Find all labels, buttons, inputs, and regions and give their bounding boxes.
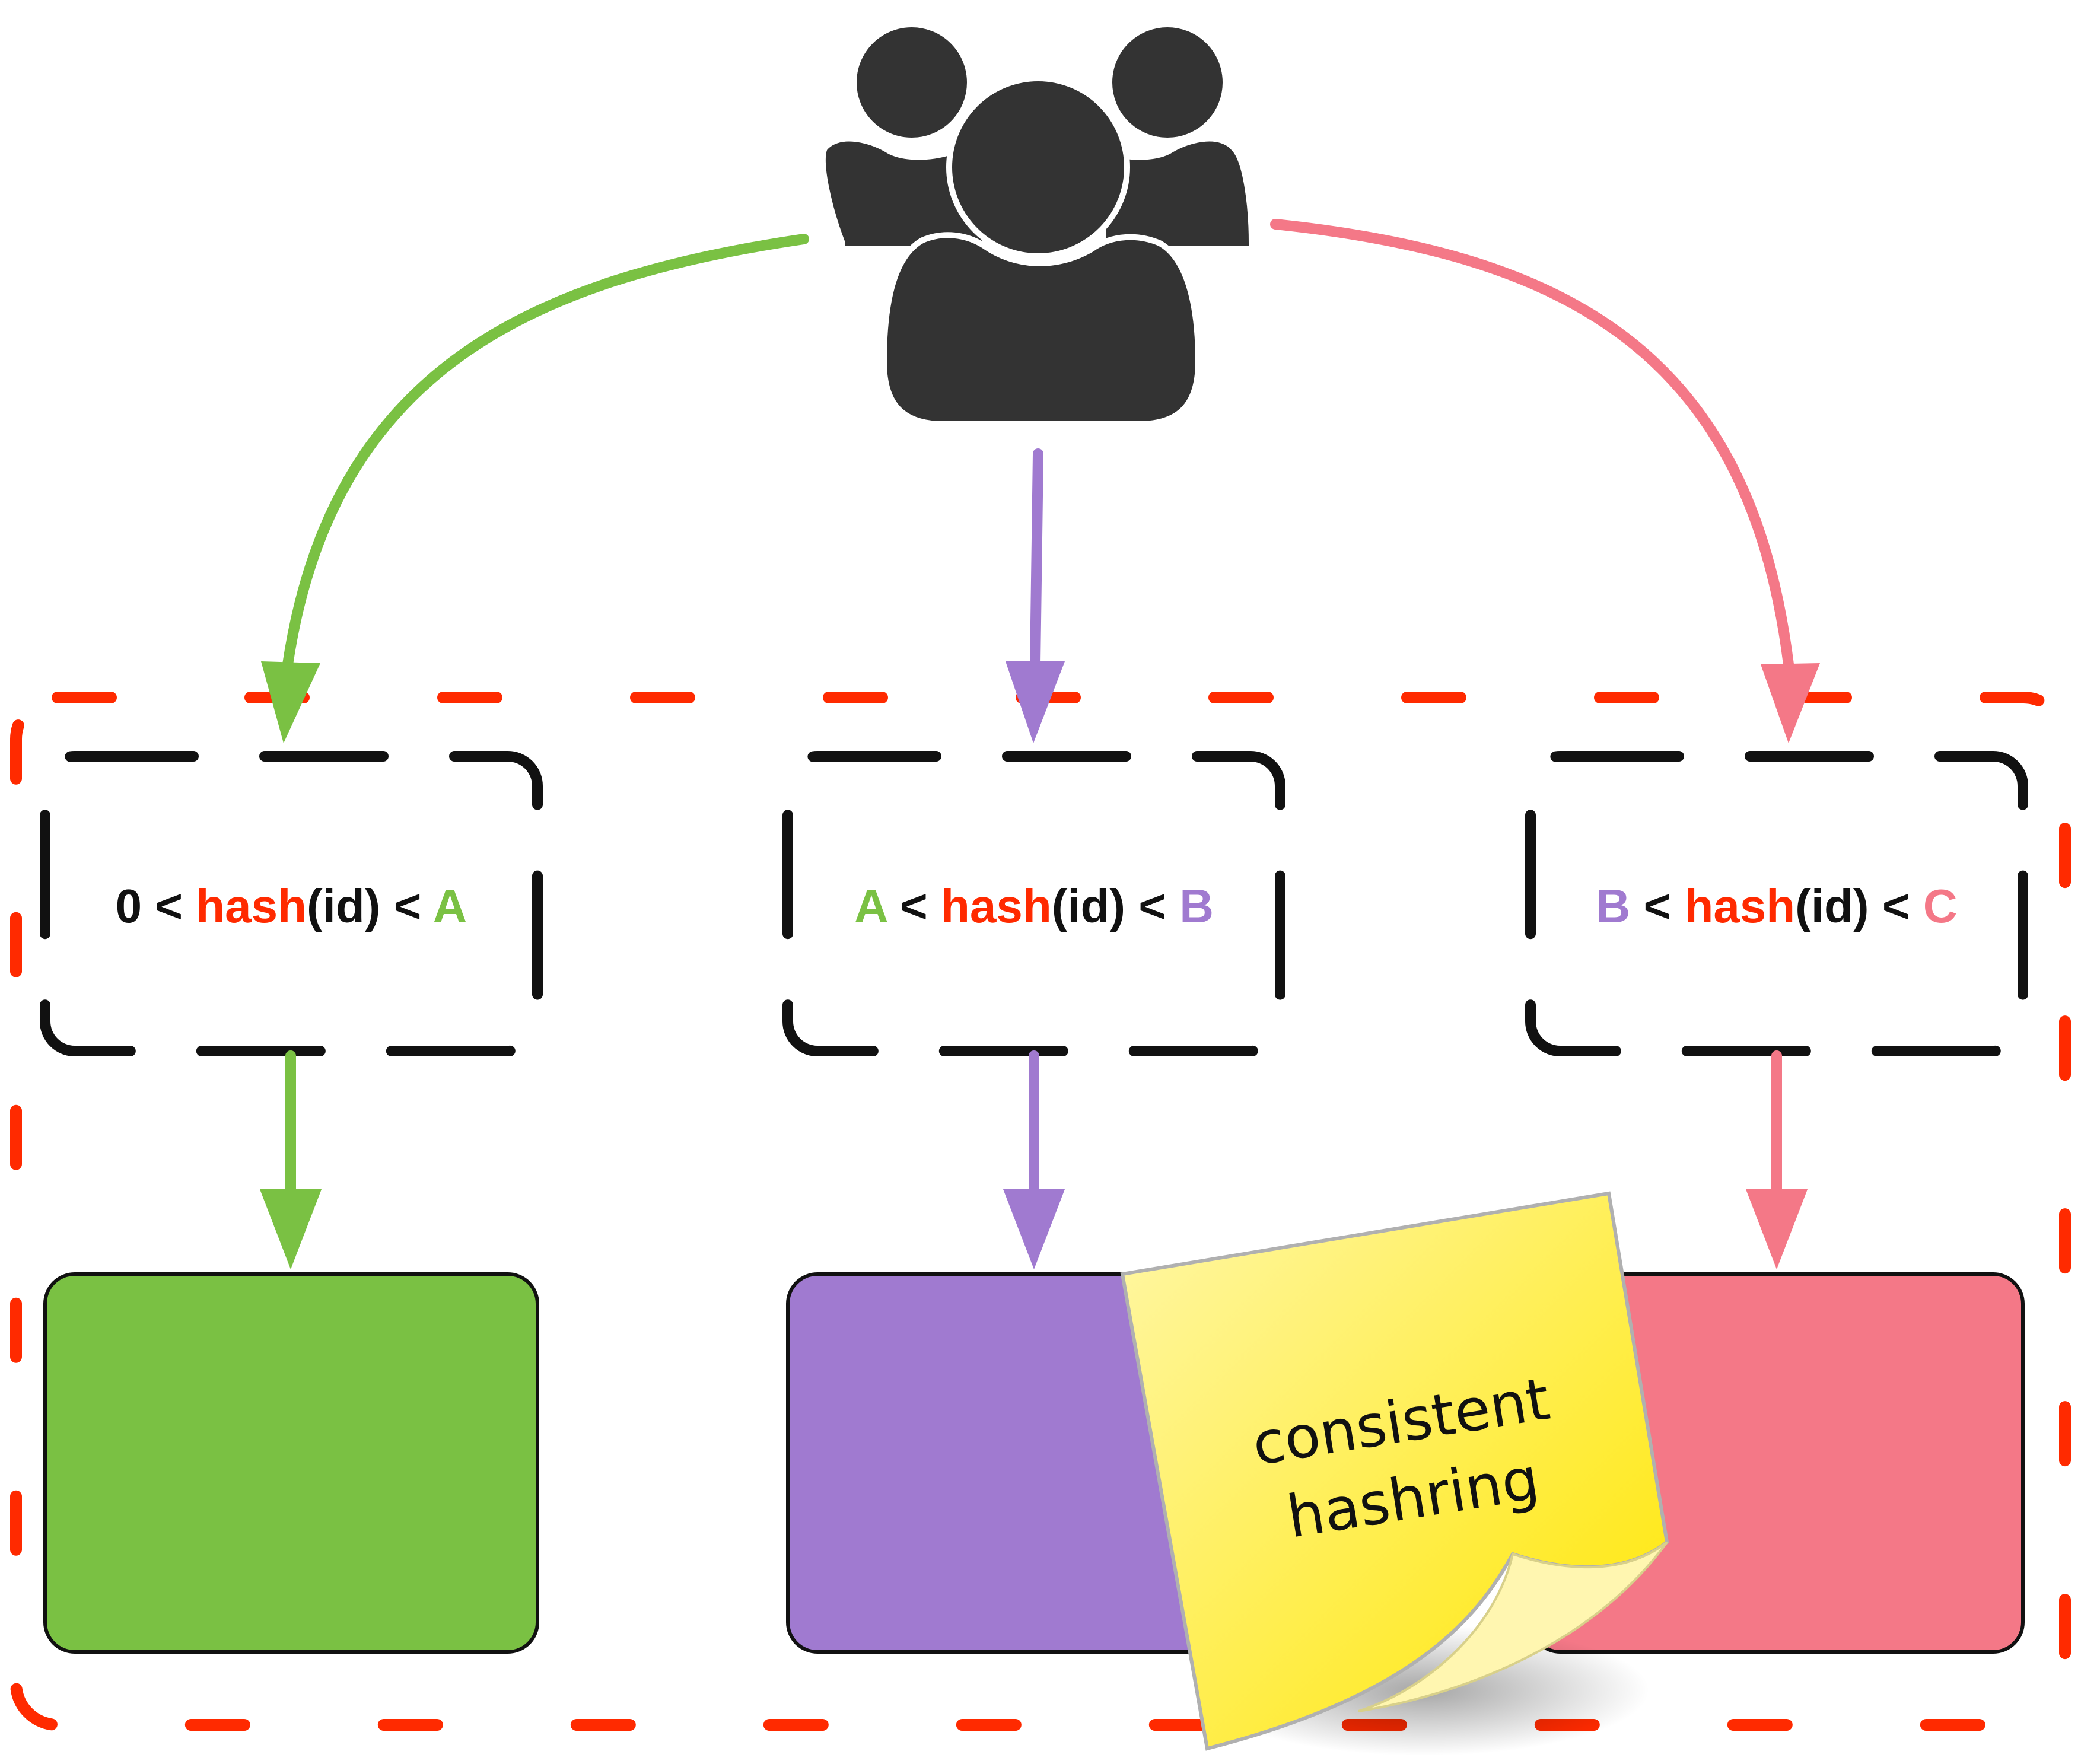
- arrow-head-range-3: [1761, 663, 1820, 743]
- range-label-3: B < hash(id) < C: [1596, 880, 1958, 932]
- arrow-head-node-2: [1003, 1189, 1065, 1269]
- arrow-users-to-range-2: [1030, 448, 1043, 670]
- arrow-users-to-range-3: [1270, 219, 1794, 670]
- sticky-note: consistent hashring: [1120, 1191, 1669, 1756]
- sticky-note-curl: [1358, 1541, 1668, 1712]
- arrow-head-range-1: [261, 661, 320, 743]
- arrow-head-node-3: [1746, 1189, 1808, 1269]
- range-label-1: 0 < hash(id) < A: [116, 880, 467, 932]
- arrow-users-to-range-1: [282, 234, 809, 670]
- users-group-icon: [819, 21, 1255, 427]
- arrow-head-node-1: [260, 1189, 322, 1269]
- range-label-2: A < hash(id) < B: [854, 880, 1214, 932]
- arrow-head-range-2: [1006, 661, 1065, 743]
- server-node-green: [43, 1272, 539, 1654]
